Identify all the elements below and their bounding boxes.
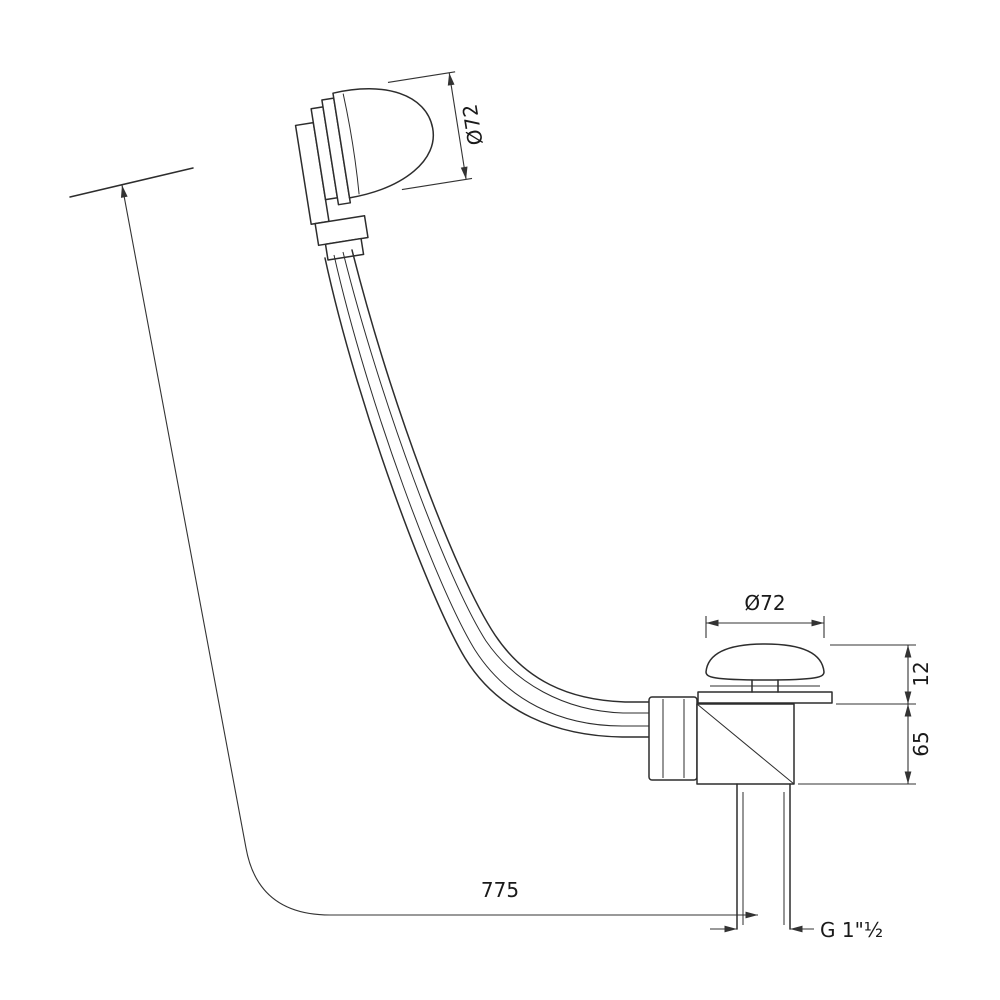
compression-nut (648, 696, 698, 781)
pipe-outer-upper-line (351, 249, 653, 703)
plug-height-label: 12 (909, 661, 933, 686)
overflow-cover-inner-line (342, 93, 360, 195)
cable-inner-line-2 (333, 254, 652, 727)
overflow-elbow-nut (324, 237, 365, 261)
overflow-dim-extension-bottom (401, 177, 473, 191)
overflow-diameter-label: Ø72 (458, 102, 488, 146)
overflow-assembly: Ø72 (294, 71, 488, 261)
pipe-length-label: 775 (481, 878, 519, 902)
pipe-outer-lower-line (324, 257, 653, 738)
pipe-length-dimension-line (120, 184, 758, 919)
cable-inner-line-1 (342, 251, 652, 714)
overflow-dim-line (447, 72, 468, 180)
drain-assembly (648, 643, 833, 930)
flexible-waste-pipe (324, 249, 653, 738)
outlet-thread-label: G 1"½ (820, 918, 883, 942)
tub-reference-line (69, 167, 194, 198)
drain-plug-cap (705, 643, 825, 681)
plug-height-dimension: 12 (830, 644, 933, 705)
pipe-length-dimension: 775 (120, 184, 758, 919)
body-height-dimension: 65 (798, 704, 933, 785)
body-height-label: 65 (909, 731, 933, 756)
overflow-dim-extension-top (387, 71, 456, 83)
drain-diameter-label: Ø72 (744, 591, 785, 615)
drain-tee-diagonal (696, 703, 795, 785)
overflow-cover (332, 88, 435, 199)
drain-seat-flange (697, 691, 833, 704)
overflow-diameter-dimension: Ø72 (387, 71, 488, 191)
drain-diameter-dimension: Ø72 (705, 591, 825, 638)
outlet-thread-annotation: G 1"½ (710, 918, 883, 942)
